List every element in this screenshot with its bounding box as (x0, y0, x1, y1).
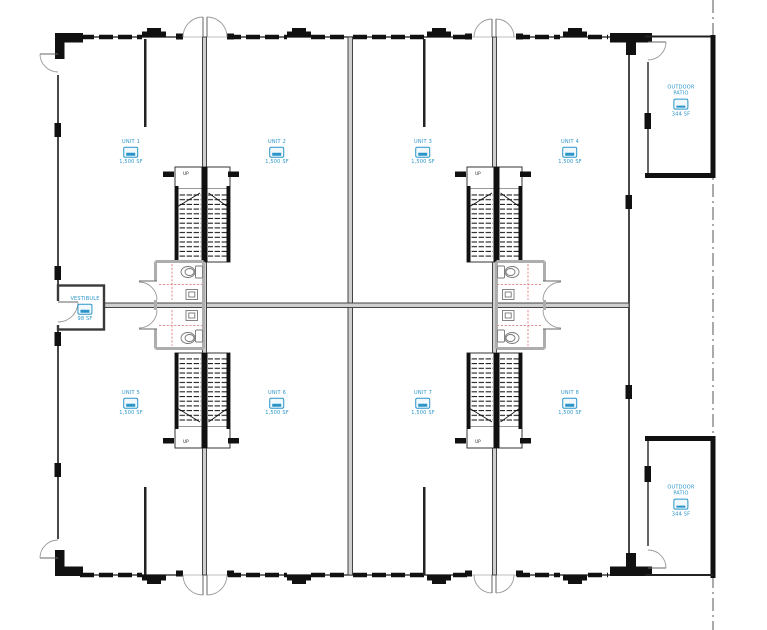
room-icon (673, 498, 689, 510)
room-icon (562, 146, 578, 158)
room-tag-name: UNIT 8 (561, 389, 579, 396)
room-icon (673, 98, 689, 110)
room-tag-area: 1,500 SF (265, 410, 289, 416)
stair-top-left (162, 166, 240, 263)
room-icon (269, 397, 285, 409)
room-tag-vestibule: VESTIBULE 98 SF (70, 296, 99, 323)
room-icon (123, 146, 139, 158)
room-tag-outdoor-patio-top: OUTDOOR PATIO 344 SF (667, 85, 694, 118)
room-tag-name: PATIO (673, 90, 689, 97)
room-tag-area: 344 SF (671, 111, 691, 118)
room-tag-unit-2: UNIT 2 1,500 SF (265, 139, 289, 166)
room-tag-name: UNIT 2 (268, 138, 286, 145)
room-tag-name: UNIT 3 (414, 138, 432, 145)
room-tag-area: 344 SF (671, 511, 691, 518)
stair-top-right (454, 166, 532, 263)
room-tag-name: VESTIBULE (70, 295, 100, 302)
room-tag-outdoor-patio-bottom: OUTDOOR PATIO 344 SF (667, 485, 694, 518)
room-tag-unit-7: UNIT 7 1,500 SF (411, 390, 435, 417)
room-tag-name: UNIT 4 (561, 138, 579, 145)
room-tag-unit-5: UNIT 5 1,500 SF (119, 390, 143, 417)
room-icon (123, 397, 139, 409)
outdoor-patio-top-room (644, 35, 716, 178)
room-tag-name: UNIT 7 (414, 389, 432, 396)
stair-up-label: UP (475, 171, 481, 176)
stair-up-label: UP (475, 439, 481, 444)
room-tag-area: 1,500 SF (558, 410, 582, 416)
room-tag-name: PATIO (673, 490, 689, 497)
room-tag-unit-3: UNIT 3 1,500 SF (411, 139, 435, 166)
stair-bottom-right (454, 352, 532, 449)
room-tag-area: 1,500 SF (558, 159, 582, 165)
outdoor-patio-bottom-room (644, 436, 716, 578)
room-icon (415, 397, 431, 409)
room-tag-unit-1: UNIT 1 1,500 SF (119, 139, 143, 166)
room-icon (415, 146, 431, 158)
stair-up-label: UP (183, 439, 189, 444)
room-tag-unit-8: UNIT 8 1,500 SF (558, 390, 582, 417)
wall-pilasters (142, 28, 587, 584)
stair-up-label: UP (183, 171, 189, 176)
room-tag-area: 1,500 SF (265, 159, 289, 165)
corner-pilasters (55, 33, 652, 576)
room-tag-area: 1,500 SF (119, 410, 143, 416)
interior-walls (103, 36, 630, 576)
room-tag-name: OUTDOOR (667, 84, 695, 91)
room-tag-name: UNIT 1 (122, 138, 140, 145)
room-icon (77, 303, 93, 315)
room-tag-name: OUTDOOR (667, 484, 695, 491)
room-tag-unit-4: UNIT 4 1,500 SF (558, 139, 582, 166)
stair-bottom-left (162, 352, 240, 449)
room-tag-name: UNIT 6 (268, 389, 286, 396)
partition-walls (144, 39, 426, 575)
room-icon (562, 397, 578, 409)
room-tag-name: UNIT 5 (122, 389, 140, 396)
room-tag-area: 98 SF (77, 316, 93, 322)
entry-doors (39, 16, 515, 596)
room-tag-area: 1,500 SF (411, 159, 435, 165)
room-tag-unit-6: UNIT 6 1,500 SF (265, 390, 289, 417)
room-tag-area: 1,500 SF (411, 410, 435, 416)
room-tag-area: 1,500 SF (119, 159, 143, 165)
room-icon (269, 146, 285, 158)
